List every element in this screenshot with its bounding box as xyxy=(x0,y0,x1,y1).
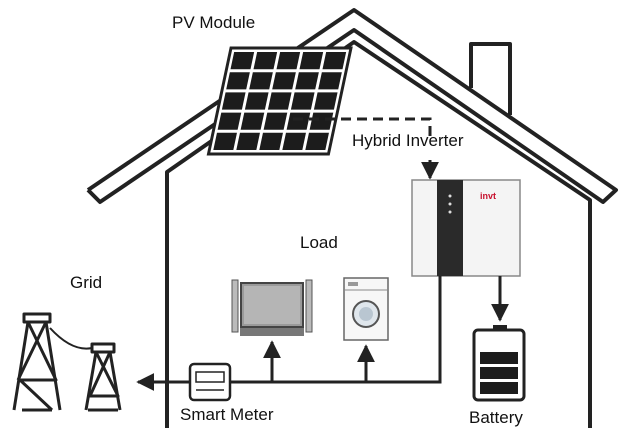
solar-cell xyxy=(313,92,338,110)
smart-meter-label: Smart Meter xyxy=(180,405,274,424)
battery-label: Battery xyxy=(469,408,523,427)
solar-cell xyxy=(282,132,306,151)
solar-cell xyxy=(213,132,237,151)
dc-link-line xyxy=(293,117,432,140)
tv-icon xyxy=(231,279,313,336)
washing-machine-icon xyxy=(343,277,389,341)
solar-cell xyxy=(217,112,242,130)
solar-cell xyxy=(272,72,296,90)
load-label: Load xyxy=(300,233,338,252)
hybrid-inverter-label: Hybrid Inverter xyxy=(352,131,464,150)
solar-cell xyxy=(322,52,347,70)
solar-cell xyxy=(236,132,260,151)
solar-cell xyxy=(318,72,342,90)
solar-cell xyxy=(276,52,301,70)
smart-meter-icon xyxy=(188,362,232,402)
solar-cell xyxy=(244,92,269,110)
solar-panel-icon xyxy=(206,46,353,156)
solar-cell xyxy=(263,112,288,130)
solar-cell xyxy=(286,112,311,130)
inverter-brand: invt xyxy=(480,191,496,201)
ac-bus-line xyxy=(230,276,442,384)
solar-cell xyxy=(309,112,334,130)
pv-module-label: PV Module xyxy=(172,13,255,32)
inverter-icon: invt xyxy=(411,179,521,277)
solar-cell xyxy=(253,52,278,70)
solar-cell xyxy=(290,92,315,110)
battery-icon xyxy=(472,325,526,402)
house-outline-icon xyxy=(86,8,618,428)
solar-cell xyxy=(305,132,329,151)
solar-cell xyxy=(259,132,283,151)
solar-cell xyxy=(249,72,273,90)
solar-cell xyxy=(299,52,324,70)
solar-cell xyxy=(226,72,250,90)
transmission-tower-icon xyxy=(12,312,122,412)
solar-cell xyxy=(221,92,246,110)
solar-cell xyxy=(295,72,319,90)
solar-cell xyxy=(230,52,255,70)
solar-cell xyxy=(240,112,265,130)
grid-label: Grid xyxy=(70,273,102,292)
solar-cell xyxy=(267,92,292,110)
